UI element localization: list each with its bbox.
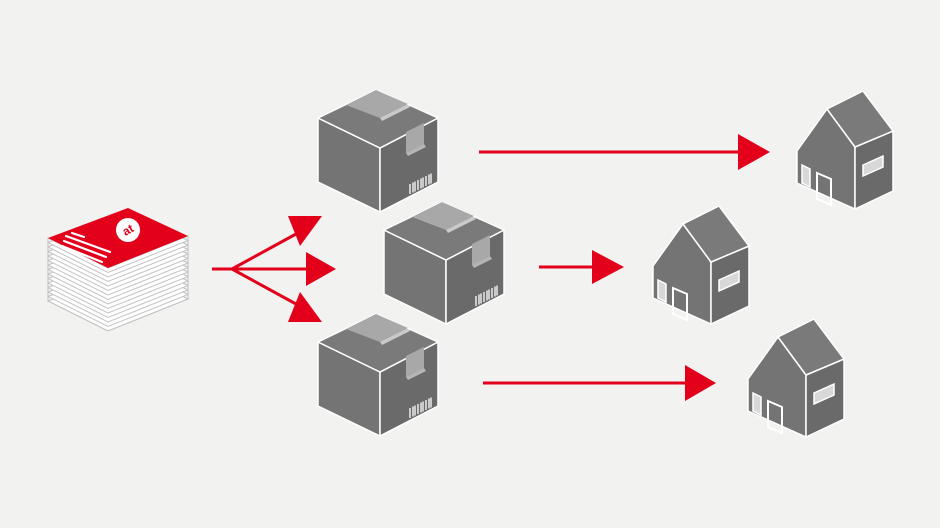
delivery-arrow-top	[479, 134, 770, 170]
destination-house-middle	[652, 205, 750, 325]
house-icon	[796, 90, 894, 210]
paper-text-lines	[60, 231, 112, 264]
delivery-arrow-bottom	[483, 365, 716, 401]
paper-stack-icon: at	[46, 208, 190, 332]
package-box-icon	[317, 89, 439, 213]
three-way-split-arrow-icon	[212, 216, 336, 322]
package-middle	[383, 201, 505, 325]
paper-stack-top-sheet	[48, 208, 188, 268]
source-badge: at	[116, 218, 140, 242]
split-arrowhead-up	[288, 216, 322, 246]
house-icon	[652, 205, 750, 325]
package-bottom	[317, 313, 439, 437]
split-arrowhead-down	[288, 292, 322, 322]
house-icon	[747, 318, 845, 438]
delivery-arrows	[479, 134, 770, 401]
package-box-icon	[383, 201, 505, 325]
delivery-arrow-middle	[539, 250, 624, 284]
package-box-icon	[317, 313, 439, 437]
split-arrowhead-middle	[306, 252, 336, 286]
package-top	[317, 89, 439, 213]
destination-house-top	[796, 90, 894, 210]
destination-house-bottom	[747, 318, 845, 438]
